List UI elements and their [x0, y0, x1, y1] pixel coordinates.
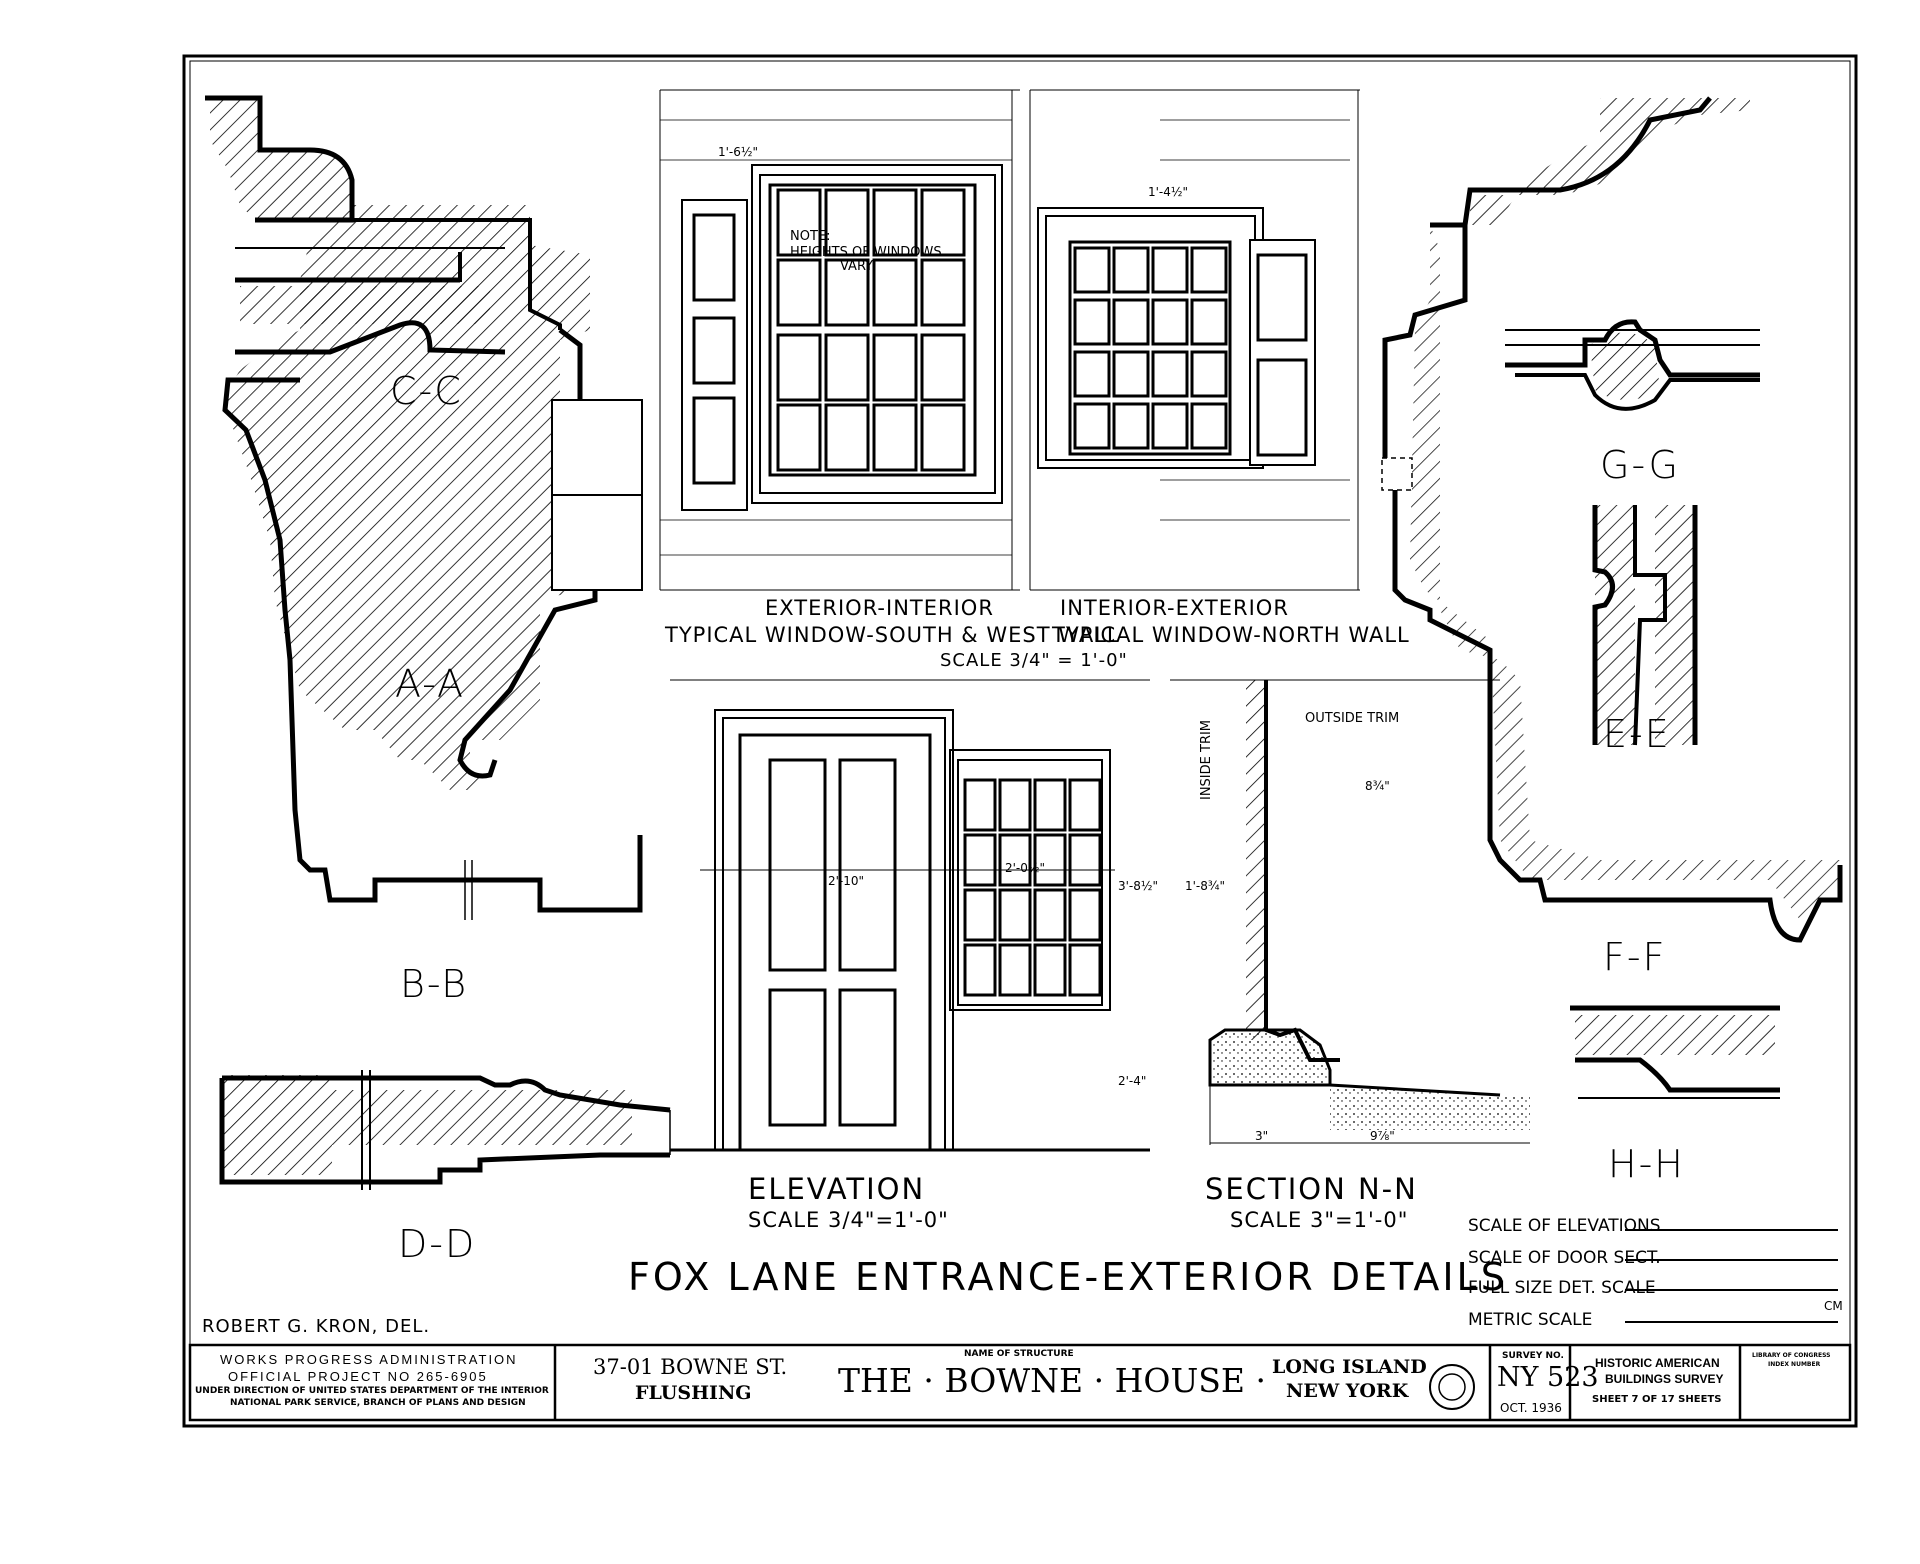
window-south-west-elevation	[659, 89, 1020, 591]
window-scale: SCALE 3/4" = 1'-0"	[940, 650, 1128, 671]
elevation-title: ELEVATION	[748, 1172, 926, 1206]
sheet-title: FOX LANE ENTRANCE-EXTERIOR DETAILS	[628, 1255, 1508, 1299]
section-f-f-profile	[1381, 96, 1843, 943]
tb-wpa: WORKS PROGRESS ADMINISTRATION	[220, 1352, 518, 1367]
scale-full-size: FULL SIZE DET. SCALE	[1468, 1278, 1656, 1298]
scale-door-sect: SCALE OF DOOR SECT.	[1468, 1248, 1661, 1268]
elevation-scale: SCALE 3/4"=1'-0"	[748, 1208, 949, 1232]
scale-elevations: SCALE OF ELEVATIONS	[1468, 1216, 1661, 1236]
tb-location-1: LONG ISLAND	[1272, 1356, 1427, 1378]
inside-trim-label: INSIDE TRIM	[1199, 719, 1214, 800]
dim-8-3-4: 8¾"	[1365, 779, 1390, 793]
label-c-c: C-C	[390, 369, 463, 413]
scale-metric: METRIC SCALE	[1468, 1310, 1593, 1330]
window-sw-caption-2: TYPICAL WINDOW-SOUTH & WEST WALL	[665, 623, 1120, 647]
tb-date: OCT. 1936	[1500, 1401, 1562, 1415]
dim-1-8-3-4: 1'-8¾"	[1185, 879, 1226, 893]
tb-project: OFFICIAL PROJECT NO 265-6905	[228, 1369, 488, 1384]
dim-3-8: 3'-8½"	[1118, 879, 1159, 893]
dim-window-width: 2'-0½"	[1005, 861, 1046, 875]
window-n-caption-2: TYPICAL WINDOW-NORTH WALL	[1052, 623, 1410, 647]
label-h-h: H-H	[1608, 1142, 1685, 1186]
tb-survey-label: SURVEY NO.	[1502, 1351, 1564, 1361]
label-f-f: F-F	[1603, 935, 1667, 979]
dim-1-6: 1'-6½"	[718, 145, 759, 159]
section-b-b-profile	[464, 860, 473, 920]
section-n-n-scale: SCALE 3"=1'-0"	[1230, 1208, 1409, 1232]
label-b-b: B-B	[400, 962, 469, 1006]
tb-habs-2: BUILDINGS SURVEY	[1605, 1372, 1724, 1386]
tb-location-2: NEW YORK	[1286, 1380, 1409, 1402]
label-g-g: G-G	[1600, 443, 1680, 487]
tb-sheet: SHEET 7 OF 17 SHEETS	[1592, 1394, 1722, 1405]
graphic-scales	[1625, 1229, 1838, 1323]
tb-survey-no: NY 523	[1497, 1362, 1599, 1393]
label-d-d: D-D	[398, 1222, 477, 1266]
section-h-h-profile	[1570, 1005, 1780, 1099]
label-a-a: A-A	[395, 662, 466, 706]
tb-loc-2: INDEX NUMBER	[1768, 1361, 1821, 1368]
tb-address-2: FLUSHING	[635, 1382, 752, 1404]
dim-door-width: 2'-10"	[828, 874, 865, 888]
title-block	[188, 1343, 1852, 1422]
door-elevation	[670, 679, 1150, 1152]
window-north-elevation	[1029, 89, 1360, 591]
tb-loc-1: LIBRARY OF CONGRESS	[1752, 1352, 1831, 1359]
tb-direction-1: UNDER DIRECTION OF UNITED STATES DEPARTM…	[195, 1386, 549, 1396]
tb-name-label: NAME OF STRUCTURE	[964, 1349, 1074, 1359]
section-a-a-profile	[205, 95, 643, 913]
label-e-e: E-E	[1603, 712, 1671, 756]
window-note-end: VARY	[840, 259, 874, 274]
tb-habs-1: HISTORIC AMERICAN	[1595, 1356, 1720, 1370]
dim-1-4: 1'-4½"	[1148, 185, 1189, 199]
tb-address-1: 37-01 BOWNE ST.	[593, 1355, 788, 1379]
section-d-d-profile	[219, 1070, 671, 1190]
tb-structure-name: THE · BOWNE · HOUSE ·	[838, 1361, 1266, 1400]
delineator: ROBERT G. KRON, DEL.	[202, 1316, 431, 1337]
tb-direction-2: NATIONAL PARK SERVICE, BRANCH OF PLANS A…	[230, 1398, 526, 1408]
dim-height: 2'-4"	[1118, 1074, 1147, 1088]
section-n-n	[1170, 679, 1530, 1145]
section-g-g-profile	[1505, 319, 1760, 411]
section-c-c-profile	[235, 247, 506, 355]
dim-3: 3"	[1255, 1129, 1269, 1143]
sheet-border	[182, 54, 1858, 1428]
window-n-caption-1: INTERIOR-EXTERIOR	[1060, 596, 1289, 620]
section-e-e-profile	[1592, 505, 1698, 746]
window-sw-caption-1: EXTERIOR-INTERIOR	[765, 596, 994, 620]
window-note-body: HEIGHTS OF WINDOWS	[790, 245, 942, 260]
scale-cm: CM	[1824, 1299, 1843, 1313]
outside-trim-label: OUTSIDE TRIM	[1305, 711, 1400, 726]
window-note-title: NOTE:	[790, 229, 831, 244]
section-n-n-title: SECTION N-N	[1205, 1172, 1418, 1206]
dim-9-7-8: 9⅞"	[1370, 1129, 1395, 1143]
